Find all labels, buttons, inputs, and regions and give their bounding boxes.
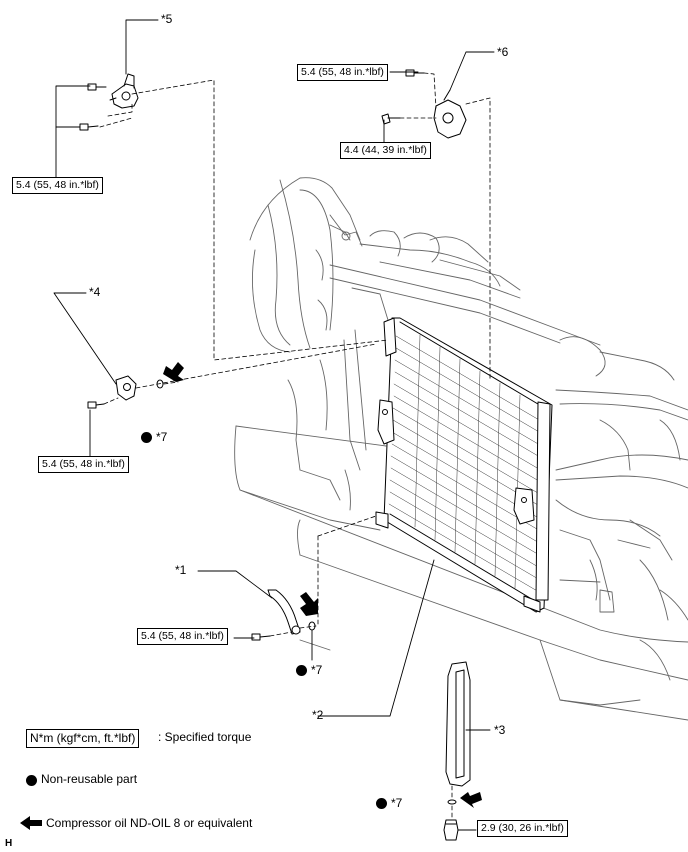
discharge-pipe-1	[267, 589, 301, 635]
vehicle-front-structure	[234, 177, 688, 721]
legend-non-reusable-icon	[26, 775, 37, 786]
leader-lines	[53, 19, 495, 831]
bracket-6	[433, 89, 467, 139]
legend-torque-box: N*m (kgf*cm, ft.*lbf)	[26, 729, 140, 748]
torque-box-bracket4: 5.4 (55, 48 in.*lbf)	[38, 456, 129, 473]
bolt-6b	[381, 113, 401, 125]
legend-oil-arrow-icon	[20, 816, 42, 830]
torque-box-drain-plug: 2.9 (30, 26 in.*lbf)	[477, 820, 568, 837]
oil-arrows	[163, 362, 482, 808]
dashed-guides	[99, 72, 491, 819]
oil-arrow-4	[163, 362, 184, 382]
callout-7-pipe1: *7	[311, 663, 323, 677]
bracket-5	[109, 73, 139, 109]
oil-arrow-3	[460, 792, 482, 808]
non-reusable-dot-3	[376, 798, 387, 809]
bolt-1	[251, 633, 271, 641]
oil-arrow-1	[300, 592, 318, 616]
drain-plug	[443, 819, 459, 841]
bolt-5b	[79, 123, 99, 131]
torque-box-bracket5: 5.4 (55, 48 in.*lbf)	[12, 177, 103, 194]
non-reusable-dot-1	[296, 665, 307, 676]
condenser-assembly	[375, 317, 553, 613]
bolt-5a	[87, 83, 107, 91]
callout-6: *6	[497, 45, 509, 59]
torque-box-bracket6-top: 5.4 (55, 48 in.*lbf)	[297, 64, 388, 81]
callout-3: *3	[494, 723, 506, 737]
o-ring-3	[447, 799, 457, 805]
bolt-4	[87, 401, 105, 409]
legend-torque-desc: : Specified torque	[158, 730, 252, 744]
bracket-4	[115, 375, 137, 401]
figure-code: H	[5, 838, 13, 849]
callout-7-bracket4: *7	[156, 430, 168, 444]
callout-2: *2	[312, 708, 324, 722]
torque-box-bracket6-bottom: 4.4 (44, 39 in.*lbf)	[340, 142, 431, 159]
non-reusable-dot-4	[141, 432, 152, 443]
callout-7-dryer3: *7	[391, 796, 403, 810]
dryer-element-3	[445, 661, 471, 787]
callout-4: *4	[89, 285, 101, 299]
bolt-6a	[405, 69, 425, 77]
torque-box-pipe1: 5.4 (55, 48 in.*lbf)	[137, 628, 228, 645]
callout-1: *1	[175, 563, 187, 577]
legend-non-reusable-text: Non-reusable part	[41, 772, 138, 786]
callout-5: *5	[161, 12, 173, 26]
legend-oil-text: Compressor oil ND-OIL 8 or equivalent	[46, 816, 253, 830]
